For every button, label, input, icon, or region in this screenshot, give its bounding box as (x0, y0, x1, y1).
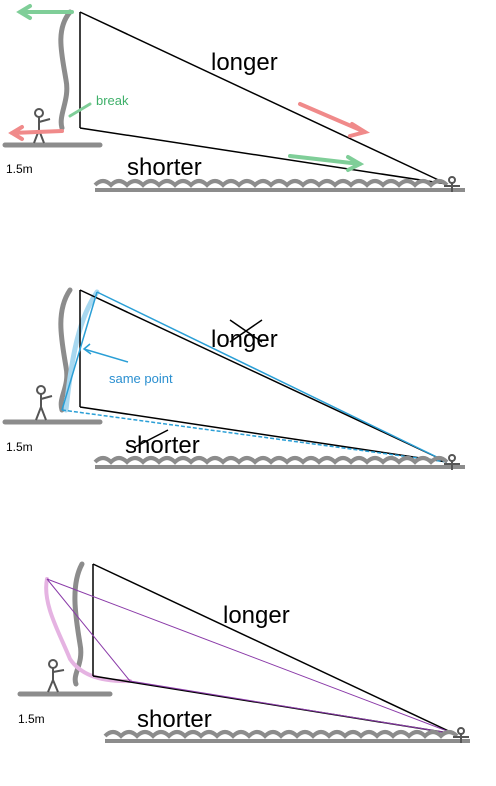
person-left (35, 385, 53, 421)
purple-top-line (46, 578, 456, 735)
person-right (444, 176, 460, 192)
diagram-panel-3: longer shorter 1.5m (0, 524, 496, 786)
diagram-panel-1: longer shorter 1.5m break (0, 0, 496, 262)
waves (103, 730, 470, 743)
waves (93, 456, 465, 469)
label-height: 1.5m (6, 162, 33, 176)
red-arrow-right (298, 102, 371, 138)
label-same-point: same point (109, 371, 173, 386)
label-shorter: shorter (125, 432, 200, 459)
cliff (58, 287, 73, 413)
purple-chord (46, 578, 131, 682)
green-arrow-top (16, 4, 74, 20)
purple-bottom-line (129, 680, 456, 735)
label-height: 1.5m (6, 440, 33, 454)
cross-longer (229, 319, 263, 343)
hypotenuse-longer (92, 563, 456, 735)
label-longer: longer (211, 326, 278, 353)
person-left (33, 108, 51, 144)
diagram-panel-2: longer shorter 1.5m same point (0, 262, 496, 524)
label-longer: longer (223, 602, 290, 629)
label-longer: longer (211, 49, 278, 76)
green-arrow-mid (68, 102, 92, 118)
person-right (453, 727, 469, 743)
cliff (72, 561, 85, 687)
label-shorter: shorter (137, 706, 212, 733)
pink-arc (44, 577, 132, 684)
panel-2-drawing (2, 287, 465, 470)
hypotenuse-longer (79, 289, 448, 463)
waves (93, 179, 465, 192)
panel-1-drawing (2, 4, 465, 192)
hypotenuse-shorter (79, 406, 448, 463)
pointer-arrow (82, 343, 129, 363)
person-right (444, 454, 460, 470)
red-arrow-left (8, 125, 64, 141)
cross-shorter (134, 429, 169, 448)
panel-3-drawing (17, 561, 470, 743)
hypotenuse-longer (79, 11, 448, 185)
blue-top-line (96, 291, 448, 463)
green-arrow-right (288, 154, 365, 172)
blue-bottom-line (61, 409, 448, 463)
person-left (47, 659, 65, 693)
hypotenuse-shorter (79, 127, 448, 185)
label-height: 1.5m (18, 712, 45, 726)
cliff (58, 9, 73, 131)
label-break: break (96, 93, 129, 108)
label-shorter: shorter (127, 154, 202, 181)
blue-chord (61, 291, 98, 411)
